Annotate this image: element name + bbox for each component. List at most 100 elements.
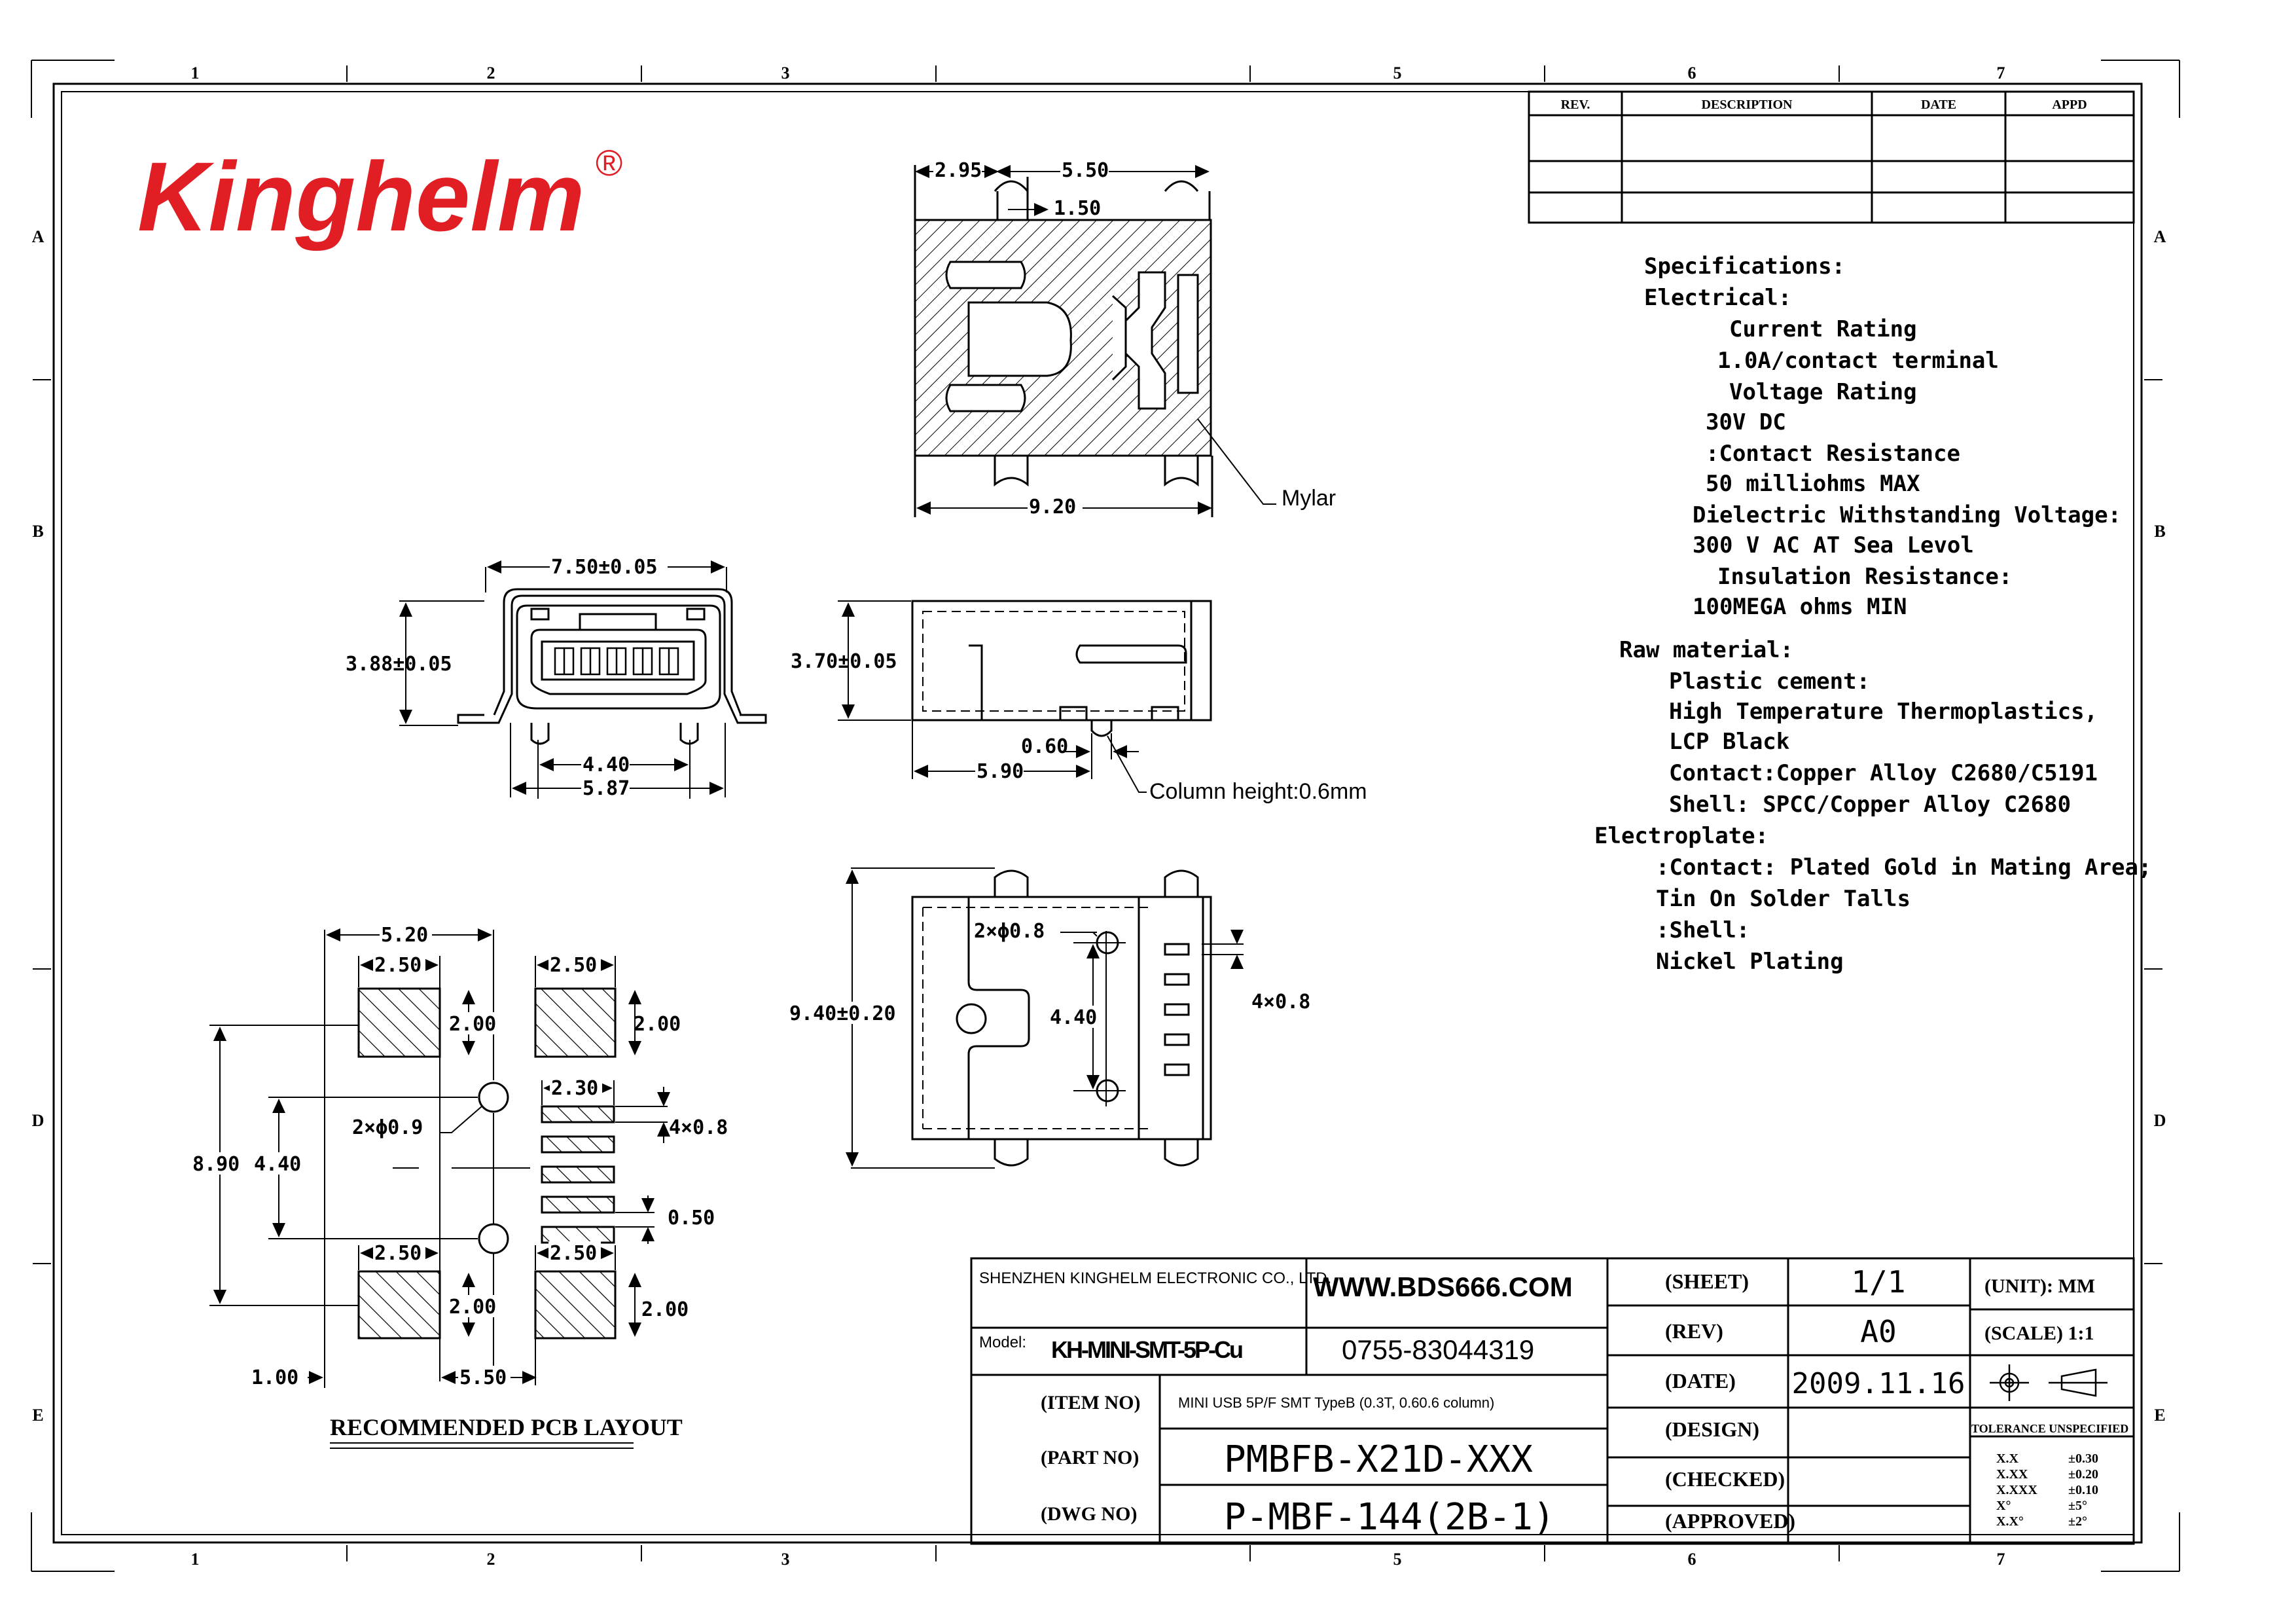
rev-value: A0 xyxy=(1860,1314,1896,1349)
bottom-length-dim: 9.40±0.20 xyxy=(789,1002,896,1025)
pcb-hole xyxy=(478,1223,509,1254)
tolerance-key: X.X xyxy=(1996,1451,2018,1466)
spec-line: Shell: SPCC/Copper Alloy C2680 xyxy=(1669,792,2071,818)
pcb-pad-width: 2.50 xyxy=(374,954,422,977)
col-label-6: 6 xyxy=(1688,64,1696,82)
col-label-1: 1 xyxy=(191,64,200,82)
description-header: DESCRIPTION xyxy=(1702,98,1793,112)
pcb-pitch: 0.50 xyxy=(668,1207,715,1230)
unit-label: (UNIT): MM xyxy=(1984,1275,2095,1297)
spec-line: 1.0A/contact terminal xyxy=(1717,348,1999,374)
spec-line: 30V DC xyxy=(1706,409,1786,435)
tolerance-key: X.XX xyxy=(1996,1467,2028,1482)
tolerance-value: ±0.30 xyxy=(2068,1451,2098,1466)
part-no-label: (PART NO) xyxy=(1041,1447,1139,1468)
row-label-b: B xyxy=(32,522,43,541)
pcb-overall-width: 5.20 xyxy=(381,924,428,947)
checked-label: (CHECKED) xyxy=(1665,1467,1785,1491)
sheet-border xyxy=(31,60,2180,1572)
front-span-dim: 5.87 xyxy=(583,777,630,800)
tolerance-key: X.XXX xyxy=(1996,1483,2037,1497)
website: WWW.BDS666.COM xyxy=(1313,1271,1573,1302)
front-view: 7.50±0.05 3.88±0.05 4.40 5.87 xyxy=(346,555,767,800)
col-label-2-bottom: 2 xyxy=(487,1550,495,1569)
spec-line: 100MEGA ohms MIN xyxy=(1693,594,1907,620)
projection-symbol xyxy=(1990,1364,2108,1401)
row-label-b-right: B xyxy=(2154,522,2165,541)
pcb-overall-height: 8.90 xyxy=(192,1153,240,1176)
spec-line: :Contact: Plated Gold in Mating Area; xyxy=(1656,854,2151,881)
col-label-7: 7 xyxy=(1997,64,2005,82)
pcb-pad-width: 2.50 xyxy=(550,1242,597,1265)
spec-line: Electrical: xyxy=(1644,285,1791,311)
col-label-5: 5 xyxy=(1393,64,1402,82)
model-label: Model: xyxy=(979,1334,1026,1351)
bottom-view: 2×ϕ0.8 9.40±0.20 4.40 4×0.8 xyxy=(785,867,1310,1169)
col-label-2: 2 xyxy=(487,64,495,82)
pcb-finger xyxy=(541,1165,615,1184)
front-height-dim: 3.88±0.05 xyxy=(346,653,452,676)
sheet-value: 1/1 xyxy=(1851,1264,1905,1300)
col-label-5-bottom: 5 xyxy=(1393,1550,1402,1569)
spec-line: Plastic cement: xyxy=(1669,668,1870,695)
grid-labels: 1 2 3 5 6 7 1 2 3 5 6 7 A B D E A B D E xyxy=(32,64,2166,1569)
registered-mark: ® xyxy=(596,142,622,183)
spec-line: Contact:Copper Alloy C2680/C5191 xyxy=(1669,760,2098,786)
sheet-label: (SHEET) xyxy=(1665,1269,1749,1293)
approved-label: (APPROVED) xyxy=(1665,1509,1795,1533)
spec-line: :Shell: xyxy=(1656,917,1749,943)
pcb-offset: 1.00 xyxy=(251,1366,298,1389)
spec-line: 50 milliohms MAX xyxy=(1706,471,1920,497)
pcb-pad-height: 2.00 xyxy=(634,1013,681,1036)
col-label-1-bottom: 1 xyxy=(191,1550,200,1569)
spec-line: LCP Black xyxy=(1669,729,1789,755)
model-value: KH-MINI-SMT-5P-Cu xyxy=(1051,1336,1242,1363)
part-no-value: PMBFB-X21D-XXX xyxy=(1224,1438,1533,1481)
tolerance-title: TOLERANCE UNSPECIFIED xyxy=(1971,1422,2128,1435)
appd-header: APPD xyxy=(2052,98,2087,112)
brand-name: Kinghelm xyxy=(137,141,584,251)
top-dim-c: 1.50 xyxy=(1054,197,1101,220)
kinghelm-logo: Kinghelm ® xyxy=(137,141,622,251)
pcb-hole xyxy=(478,1082,509,1113)
top-view: 2.95 5.50 1.50 9.20 Mylar xyxy=(914,158,1336,519)
tolerance-value: ±0.20 xyxy=(2068,1467,2098,1482)
row-label-a-right: A xyxy=(2154,227,2166,246)
phone-number: 0755-83044319 xyxy=(1342,1334,1534,1365)
column-height-note: Column height:0.6mm xyxy=(1149,779,1367,804)
tolerance-value: ±0.10 xyxy=(2068,1483,2098,1497)
pcb-pad xyxy=(357,1270,441,1340)
front-pitch-dim: 4.40 xyxy=(583,754,630,776)
spec-line: Specifications: xyxy=(1644,253,1845,280)
item-no-value: MINI USB 5P/F SMT TypeB (0.3T, 0.60.6 co… xyxy=(1178,1395,1494,1411)
pcb-hole-spacing: 4.40 xyxy=(254,1153,301,1176)
tolerance-value: ±2° xyxy=(2068,1514,2087,1529)
pcb-pad-height: 2.00 xyxy=(449,1296,496,1319)
front-width-dim: 7.50±0.05 xyxy=(551,556,658,579)
pcb-finger xyxy=(541,1226,615,1244)
spec-line: Tin On Solder Talls xyxy=(1656,886,1910,912)
col-label-3: 3 xyxy=(781,64,790,82)
pcb-pad xyxy=(534,1270,617,1340)
spec-line: Dielectric Withstanding Voltage: xyxy=(1693,502,2121,528)
pcb-pad xyxy=(534,987,617,1058)
specifications-block: Specifications: Electrical: Current Rati… xyxy=(1594,253,2151,975)
pcb-finger xyxy=(541,1195,615,1214)
tolerance-value: ±5° xyxy=(2068,1499,2087,1513)
spec-line: High Temperature Thermoplastics, xyxy=(1669,699,2098,725)
spec-line: 300 V AC AT Sea Levol xyxy=(1693,532,1974,558)
spec-line: Raw material: xyxy=(1619,637,1793,663)
company-name: SHENZHEN KINGHELM ELECTRONIC CO., LTD. xyxy=(979,1269,1331,1287)
date-label: (DATE) xyxy=(1665,1369,1736,1393)
side-height-dim: 3.70±0.05 xyxy=(791,650,897,673)
col-label-6-bottom: 6 xyxy=(1688,1550,1696,1569)
pcb-finger xyxy=(541,1135,615,1154)
top-dim-a: 2.95 xyxy=(935,159,982,182)
dwg-no-label: (DWG NO) xyxy=(1041,1503,1137,1525)
title-block: SHENZHEN KINGHELM ELECTRONIC CO., LTD. W… xyxy=(970,1257,2135,1545)
pcb-holes: 2×ϕ0.9 xyxy=(352,1116,423,1139)
tolerance-key: X.X° xyxy=(1996,1514,2024,1529)
dwg-no-value: P-MBF-144(2B-1) xyxy=(1224,1496,1555,1539)
spec-line: Nickel Plating xyxy=(1656,949,1844,975)
